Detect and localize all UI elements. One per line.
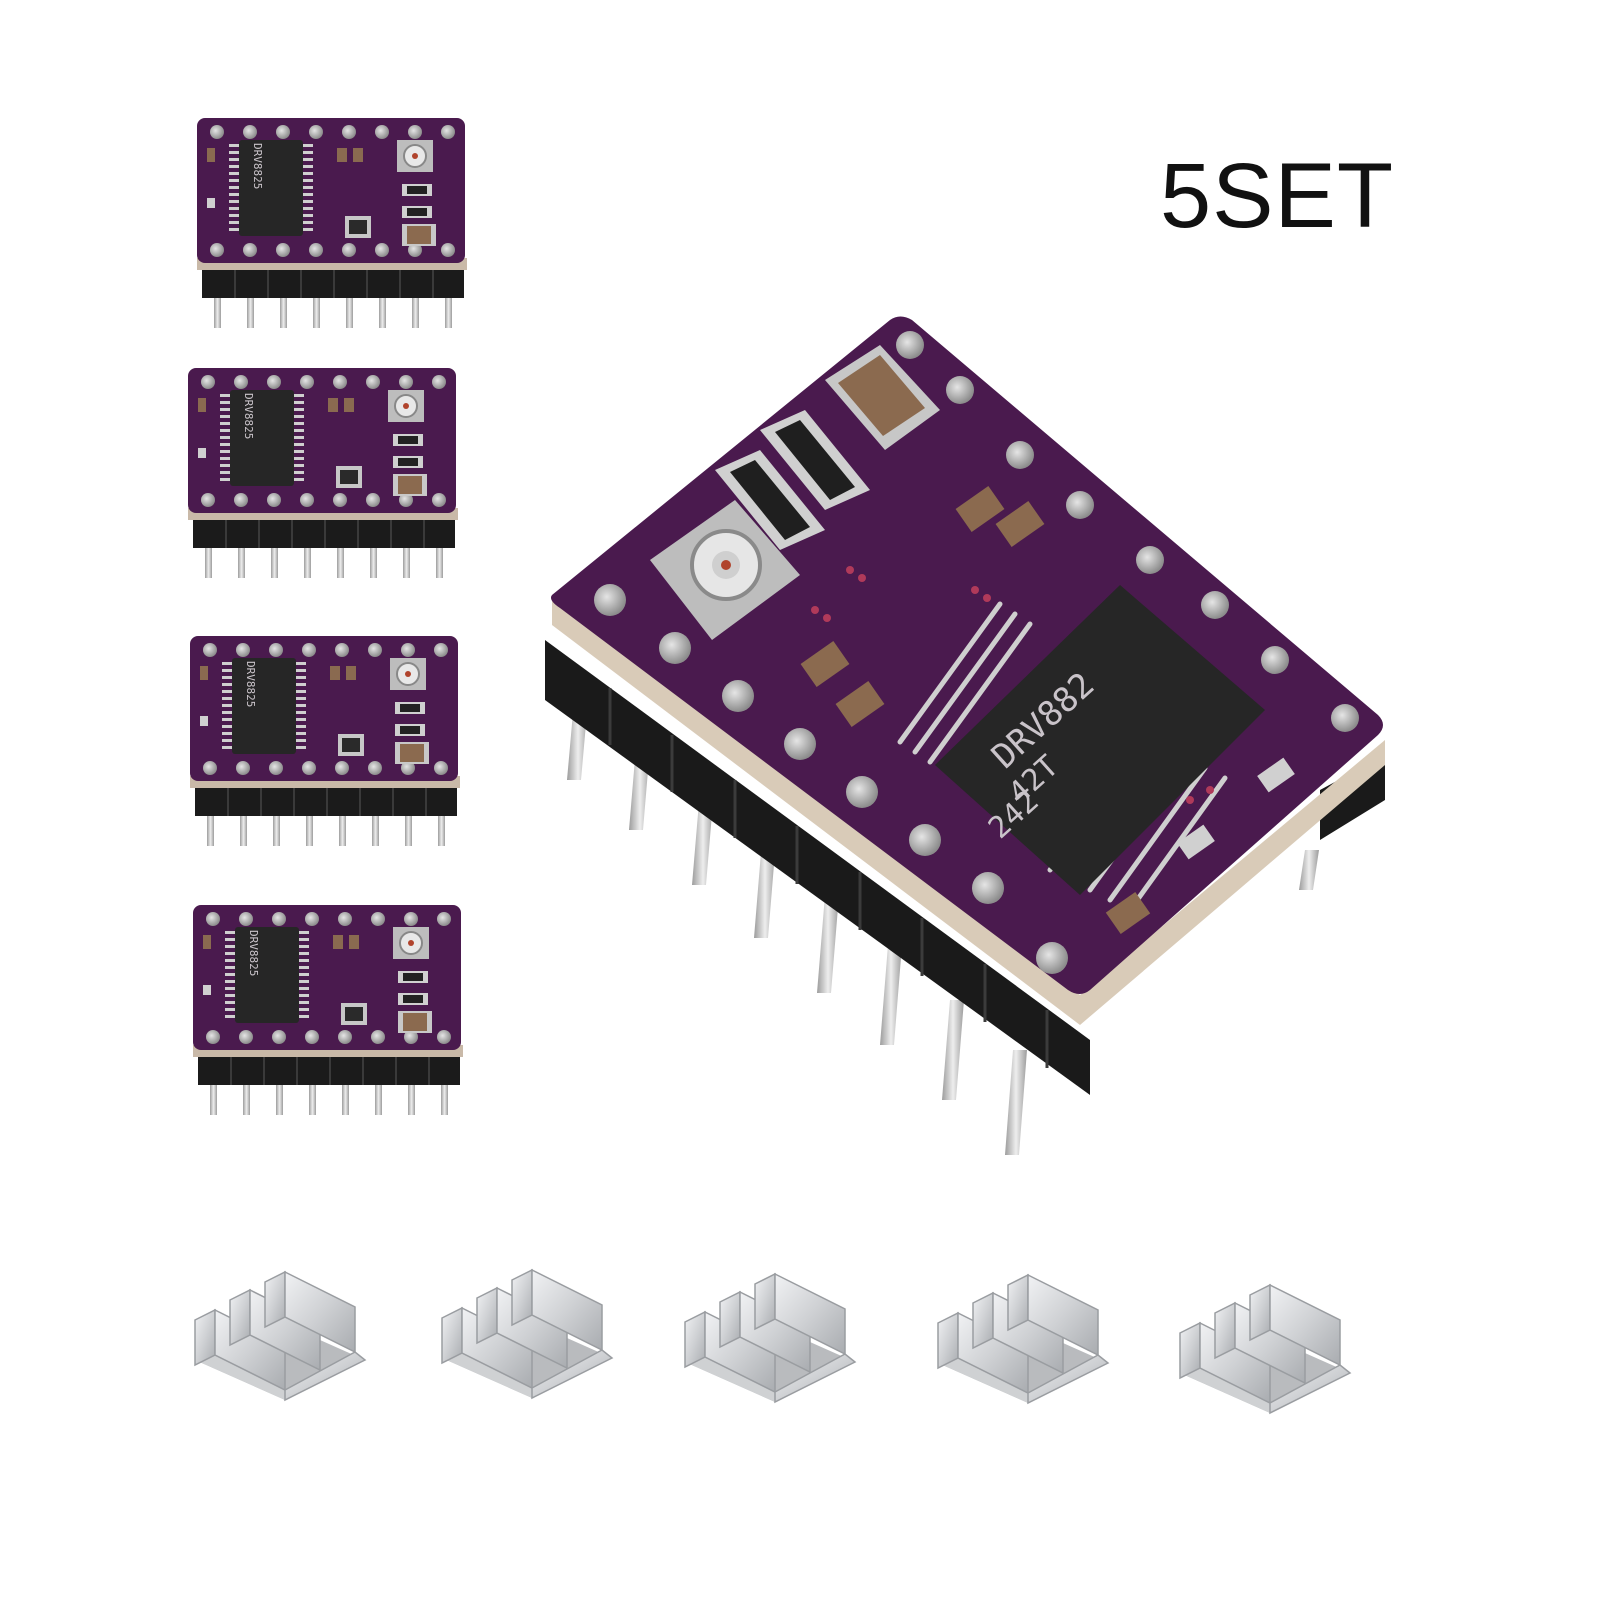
heatsink-2	[441, 1269, 613, 1399]
small-module-4: DRV8825	[192, 904, 464, 1116]
small-module-2: DRV8825	[187, 367, 459, 579]
svg-text:DRV8825: DRV8825	[247, 930, 260, 976]
heatsink-5	[1179, 1284, 1351, 1414]
heatsink-1	[194, 1271, 366, 1401]
small-module-1: DRV8825	[196, 117, 468, 329]
svg-text:DRV8825: DRV8825	[251, 143, 264, 189]
svg-text:DRV8825: DRV8825	[242, 393, 255, 439]
heatsink-3	[684, 1273, 856, 1403]
heatsink-4	[937, 1274, 1109, 1404]
svg-text:DRV8825: DRV8825	[244, 661, 257, 707]
large-module: DRV882 42T 242	[545, 316, 1385, 1155]
quantity-label: 5SET	[1160, 145, 1395, 247]
small-module-3: DRV8825	[189, 635, 461, 847]
